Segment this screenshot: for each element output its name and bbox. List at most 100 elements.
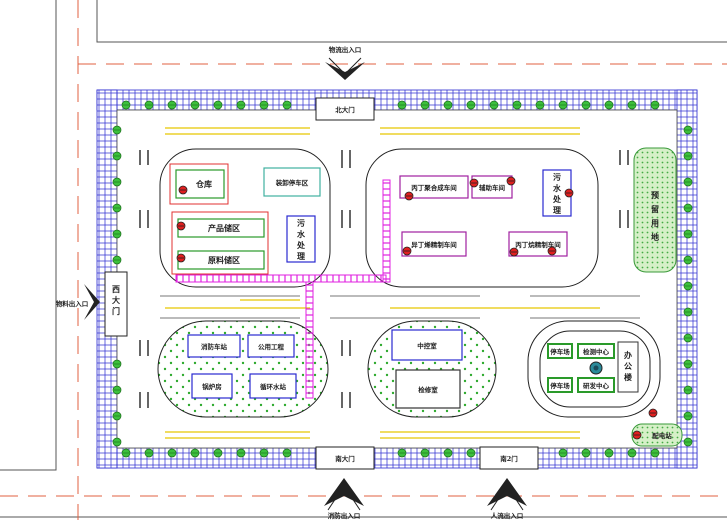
parking-bottom: 停车场 <box>547 377 573 393</box>
north-gate-label: 北大门 <box>335 105 355 114</box>
tree-icon <box>420 448 430 458</box>
tree-icon <box>683 203 693 213</box>
south-gate-2[interactable]: 南2门 <box>479 446 539 470</box>
tree-icon <box>282 448 292 458</box>
tree-icon <box>112 229 122 239</box>
office-building-label: 办公楼 <box>624 350 632 382</box>
product-storage-label: 产品储区 <box>208 223 240 233</box>
road-markings <box>139 127 640 439</box>
tree-icon <box>558 448 568 458</box>
block-production <box>365 148 599 288</box>
tree-icon <box>466 448 476 458</box>
hydrant-icon <box>564 188 574 198</box>
block-utilities <box>157 320 329 418</box>
tree-icon <box>236 100 246 110</box>
west-entrance-label: 物料出入口 <box>56 299 89 308</box>
tree-icon <box>650 100 660 110</box>
south-gate[interactable]: 南大门 <box>315 446 375 470</box>
west-entrance-arrow: 物料出入口 <box>56 284 100 320</box>
tree-icon <box>683 437 693 447</box>
office-building: 办公楼 <box>617 341 639 393</box>
hydrant-icon <box>648 408 658 418</box>
tree-icon <box>167 100 177 110</box>
tree-icon <box>683 411 693 421</box>
logistics-entrance-arrow: 物流出入口 <box>325 45 365 80</box>
north-gate[interactable]: 北大门 <box>315 97 375 121</box>
tree-icon <box>282 100 292 110</box>
tree-icon <box>466 100 476 110</box>
testing-center-label: 检测中心 <box>583 347 610 356</box>
tree-icon <box>121 100 131 110</box>
warehouse-label: 仓库 <box>195 179 212 189</box>
tree-icon <box>683 333 693 343</box>
tree-icon <box>397 100 407 110</box>
raw-material-storage-label: 原料储区 <box>208 255 240 265</box>
tree-icon <box>213 448 223 458</box>
hydrant-icon <box>176 253 186 263</box>
tree-icon <box>627 100 637 110</box>
tree-icon <box>190 100 200 110</box>
loading-parking-area: 装卸停车区 <box>263 167 321 197</box>
butadiene-workshop-label: 丙丁烷精制车间 <box>515 240 561 249</box>
boiler-room-label: 锅炉房 <box>202 382 222 391</box>
hydrant-icon <box>402 246 412 256</box>
tree-icon <box>683 359 693 369</box>
tree-icon <box>112 437 122 447</box>
loading-parking-label: 装卸停车区 <box>275 178 309 187</box>
tree-icon <box>604 100 614 110</box>
repair-room: 检修室 <box>395 369 461 409</box>
tree-icon <box>512 100 522 110</box>
hydrant-icon <box>469 178 479 188</box>
isobutylene-workshop: 异丁烯精制车间 <box>401 231 467 257</box>
circulating-water-station: 循环水站 <box>249 373 297 399</box>
tree-icon <box>259 100 269 110</box>
rd-center: 研发中心 <box>577 377 615 393</box>
tree-icon <box>112 125 122 135</box>
substation-label: 配电站 <box>652 431 672 440</box>
hydrant-icon <box>632 430 642 440</box>
pedestrian-entrance-label: 人流出入口 <box>491 511 524 520</box>
reserve-land: 预留用地 <box>633 147 677 273</box>
water-treatment-right-label: 污水处理 <box>552 172 562 215</box>
fountain-icon <box>589 361 603 375</box>
tree-icon <box>112 255 122 265</box>
tree-icon <box>121 448 131 458</box>
tree-icon <box>683 385 693 395</box>
pedestrian-entrance-arrow: 人流出入口 <box>487 478 527 520</box>
tree-icon <box>558 100 568 110</box>
tree-icon <box>683 229 693 239</box>
tree-icon <box>144 448 154 458</box>
logistics-entrance-label: 物流出入口 <box>329 45 362 54</box>
parking-bottom-label: 停车场 <box>550 381 570 390</box>
substation: 配电站 <box>631 423 683 447</box>
parking-top: 停车场 <box>547 343 573 359</box>
tree-icon <box>420 100 430 110</box>
tree-icon <box>683 151 693 161</box>
fire-hydrant-markers <box>176 176 658 440</box>
tree-icon <box>604 448 614 458</box>
tree-icon <box>581 448 591 458</box>
tree-icon <box>167 448 177 458</box>
polymer-workshop-label: 丙丁聚合成车间 <box>411 183 457 192</box>
tree-icon <box>236 448 246 458</box>
fire-station-label: 消防车站 <box>201 342 228 351</box>
tree-icon <box>683 125 693 135</box>
utilities-building: 公用工程 <box>247 334 295 358</box>
hydrant-icon <box>547 246 557 256</box>
control-room-label: 中控室 <box>417 341 437 350</box>
tree-icon <box>112 411 122 421</box>
tree-icon <box>683 281 693 291</box>
south-gate-label: 南大门 <box>335 454 355 463</box>
tree-icon <box>627 448 637 458</box>
storage-outer <box>171 211 269 275</box>
tree-icon <box>443 448 453 458</box>
polymer-workshop: 丙丁聚合成车间 <box>399 175 469 199</box>
warehouse: 仓库 <box>169 163 229 205</box>
tree-icon <box>144 100 154 110</box>
west-gate[interactable]: 西大门 <box>104 271 128 337</box>
perimeter-trees <box>112 100 693 458</box>
tree-icon <box>489 100 499 110</box>
